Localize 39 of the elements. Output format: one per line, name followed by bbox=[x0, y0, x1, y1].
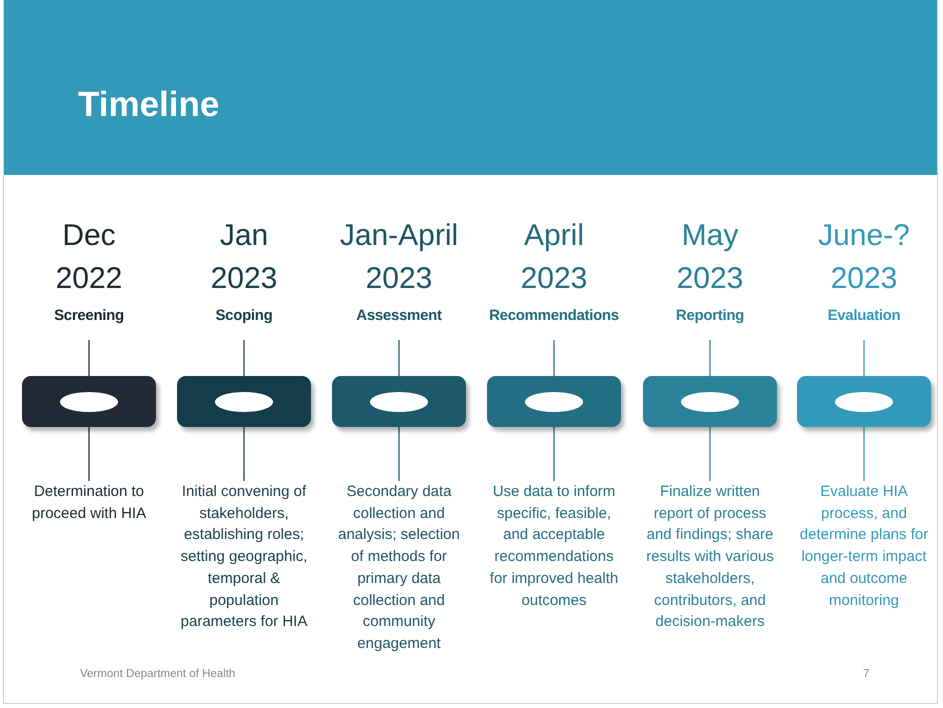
timeline-marker-box bbox=[22, 376, 156, 427]
connector-line bbox=[88, 340, 90, 376]
connector-line bbox=[863, 427, 865, 481]
connector-line bbox=[88, 427, 90, 481]
date-heading: Dec 2022 bbox=[54, 218, 124, 297]
phase-name: Evaluation bbox=[826, 306, 902, 326]
phase-description: Secondary data collection and analysis; selection of methods for primary data collection and community engagement bbox=[321, 481, 477, 661]
connector-line bbox=[243, 427, 245, 481]
phase-description: Evaluate HIA process, and determine plans for longer-term impact and outcome monitoring bbox=[786, 481, 942, 661]
date-heading: June-? 2023 bbox=[817, 218, 911, 297]
phase-name: Screening bbox=[53, 306, 125, 326]
phase-description: Finalize written report of process and findings; share results with various stakeholders, contributors, and decision-makers bbox=[632, 481, 788, 661]
date-heading: May 2023 bbox=[676, 218, 744, 297]
date-heading: Jan 2023 bbox=[210, 218, 278, 297]
phase-description: Use data to inform specific, feasible, and acceptable recommendations for improved health outcomes bbox=[476, 481, 632, 661]
connector-line bbox=[863, 340, 865, 376]
footer-text: Vermont Department of Health bbox=[80, 668, 236, 680]
timeline-marker-box bbox=[643, 376, 777, 427]
phase-description: Determination to proceed with HIA bbox=[11, 481, 167, 661]
connector-line bbox=[709, 340, 711, 376]
phase-description: Initial convening of stakeholders, establishing roles; setting geographic, temporal & population parameters for HIA bbox=[166, 481, 322, 661]
timeline-marker-box bbox=[797, 376, 931, 427]
connector-line bbox=[553, 340, 555, 376]
connector-line bbox=[398, 427, 400, 481]
page-number: 7 bbox=[863, 668, 870, 680]
date-heading: April 2023 bbox=[520, 218, 588, 297]
connector-line bbox=[709, 427, 711, 481]
timeline-marker-box bbox=[487, 376, 621, 427]
phase-name: Assessment bbox=[355, 306, 443, 326]
connector-line bbox=[243, 340, 245, 376]
phase-name: Reporting bbox=[674, 306, 746, 326]
connector-line bbox=[398, 340, 400, 376]
timeline-marker-box bbox=[177, 376, 311, 427]
timeline-marker-box bbox=[332, 376, 466, 427]
phase-name: Scoping bbox=[214, 306, 274, 326]
connector-line bbox=[553, 427, 555, 481]
phase-name: Recommendations bbox=[488, 306, 620, 326]
date-heading: Jan-April 2023 bbox=[338, 218, 460, 297]
slide-title: Timeline bbox=[78, 84, 220, 126]
